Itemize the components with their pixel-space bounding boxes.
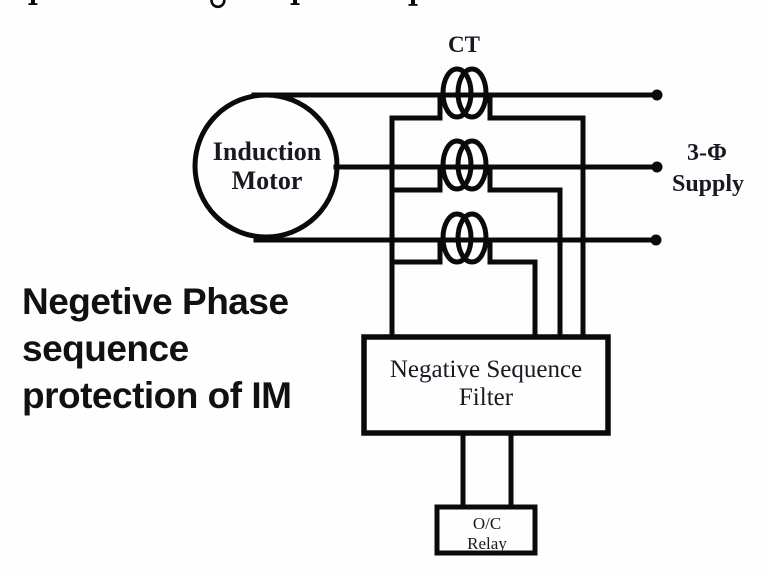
annotation-line-3: protection of IM bbox=[22, 375, 291, 416]
annotation-line-2: sequence bbox=[22, 328, 189, 369]
ct-2-coil-loop-left bbox=[440, 138, 474, 192]
annotation-title: Negetive Phase sequence protection of IM bbox=[22, 281, 292, 416]
motor-label-line2: Motor bbox=[232, 166, 303, 195]
ct-coil-2 bbox=[389, 138, 563, 340]
ct-3-coil-loop-right bbox=[455, 211, 489, 265]
ct-3-coil-loop-left bbox=[440, 211, 474, 265]
supply-label-line2: Supply bbox=[672, 171, 744, 197]
ct-2-secondary-lead-right bbox=[487, 164, 563, 340]
supply-terminal-dot-3 bbox=[650, 234, 662, 246]
ct-1-coil-loop-left bbox=[440, 66, 474, 120]
ct-coil-1 bbox=[389, 66, 586, 340]
relay-label-line1: O/C bbox=[473, 514, 501, 533]
cropped-text-remnants bbox=[28, 0, 418, 9]
annotation-line-1: Negetive Phase bbox=[22, 281, 289, 322]
ct-2-secondary-lead-left bbox=[389, 164, 443, 193]
filter-box bbox=[361, 334, 611, 436]
ct-label: CT bbox=[448, 32, 480, 57]
ct-2-coil-loop-right bbox=[455, 138, 489, 192]
supply-label-line1: 3-Φ bbox=[687, 140, 727, 166]
ct-3-secondary-lead-left bbox=[389, 237, 443, 265]
supply-terminal-dot-1 bbox=[651, 89, 663, 101]
relay-box bbox=[434, 504, 538, 556]
relay-label-line2: Relay bbox=[467, 534, 507, 553]
ct-1-secondary-lead-right bbox=[487, 92, 586, 340]
filter-label-line2: Filter bbox=[459, 384, 514, 411]
supply-terminal-dot-2 bbox=[651, 161, 663, 173]
ct-coil-3 bbox=[389, 211, 538, 340]
ct-3-secondary-lead-right bbox=[487, 237, 538, 340]
filter-label-line1: Negative Sequence bbox=[390, 356, 582, 383]
ct-1-coil-loop-right bbox=[455, 66, 489, 120]
motor-label-line1: Induction bbox=[213, 137, 322, 166]
ct-1-secondary-lead-left bbox=[389, 92, 443, 121]
